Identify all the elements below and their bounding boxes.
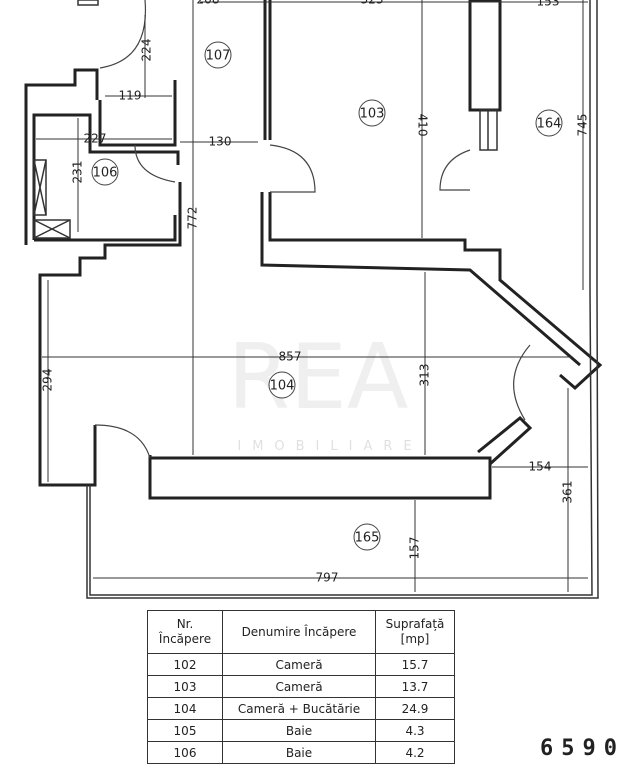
cell-nr: 104 [147, 697, 223, 720]
room-label: 106 [93, 166, 118, 181]
dim-label: 313 [418, 364, 432, 387]
room-label: 103 [360, 107, 385, 122]
room-label: 164 [537, 117, 562, 132]
cell-name: Baie [222, 719, 376, 742]
cell-nr: 105 [147, 719, 223, 742]
walls [24, 0, 603, 599]
dim-label: 154 [529, 460, 552, 474]
header-area: Suprafață [mp] [375, 610, 455, 654]
dim-label: 119 [119, 89, 142, 103]
room-label: 104 [270, 379, 295, 394]
dim-label: 231 [71, 161, 85, 184]
dim-label: 772 [186, 207, 200, 230]
cell-name: Cameră + Bucătărie [222, 697, 376, 720]
room-markers: 107 103 164 106 104 165 [91, 41, 563, 551]
scan-code: 6590 [540, 736, 625, 761]
cell-nr: 103 [147, 675, 223, 698]
room-label: 107 [206, 49, 231, 64]
door-swings [94, 0, 531, 459]
cell-name: Cameră [222, 653, 376, 676]
cell-area: 4.3 [375, 719, 455, 742]
dim-label: 410 [416, 114, 430, 137]
cell-name: Baie [222, 741, 376, 764]
dim-label: 224 [140, 39, 154, 62]
dimension-labels: 208 325 153 224 119 227 130 231 772 410 … [41, 0, 590, 585]
floor-plan: REA IMOBILIARE [24, 0, 603, 599]
dim-label: 325 [361, 0, 384, 7]
cell-area: 24.9 [375, 697, 455, 720]
dim-label: 294 [41, 369, 55, 392]
dim-label: 361 [561, 481, 575, 504]
dim-label: 227 [84, 132, 107, 146]
watermark-sub: IMOBILIARE [237, 439, 422, 454]
table-header-row: Nr. Încăpere Denumire Încăpere Suprafață… [147, 610, 455, 654]
dim-label: 797 [316, 571, 339, 585]
cell-area: 15.7 [375, 653, 455, 676]
dim-label: 130 [209, 135, 232, 149]
cell-nr: 102 [147, 653, 223, 676]
dim-label: 857 [279, 350, 302, 364]
dim-label: 745 [576, 114, 590, 137]
cell-area: 13.7 [375, 675, 455, 698]
header-room-number: Nr. Încăpere [147, 610, 223, 654]
header-room-name: Denumire Încăpere [222, 610, 376, 654]
dim-label: 153 [537, 0, 560, 9]
room-label: 165 [355, 531, 380, 546]
cell-name: Cameră [222, 675, 376, 698]
cell-nr: 106 [147, 741, 223, 764]
dim-label: 208 [197, 0, 220, 7]
watermark-logo: REA [228, 325, 409, 430]
dimension-lines [36, 0, 588, 592]
room-area-table: Nr. Încăpere Denumire Încăpere Suprafață… [147, 610, 455, 764]
dim-label: 157 [408, 537, 422, 560]
cell-area: 4.2 [375, 741, 455, 764]
